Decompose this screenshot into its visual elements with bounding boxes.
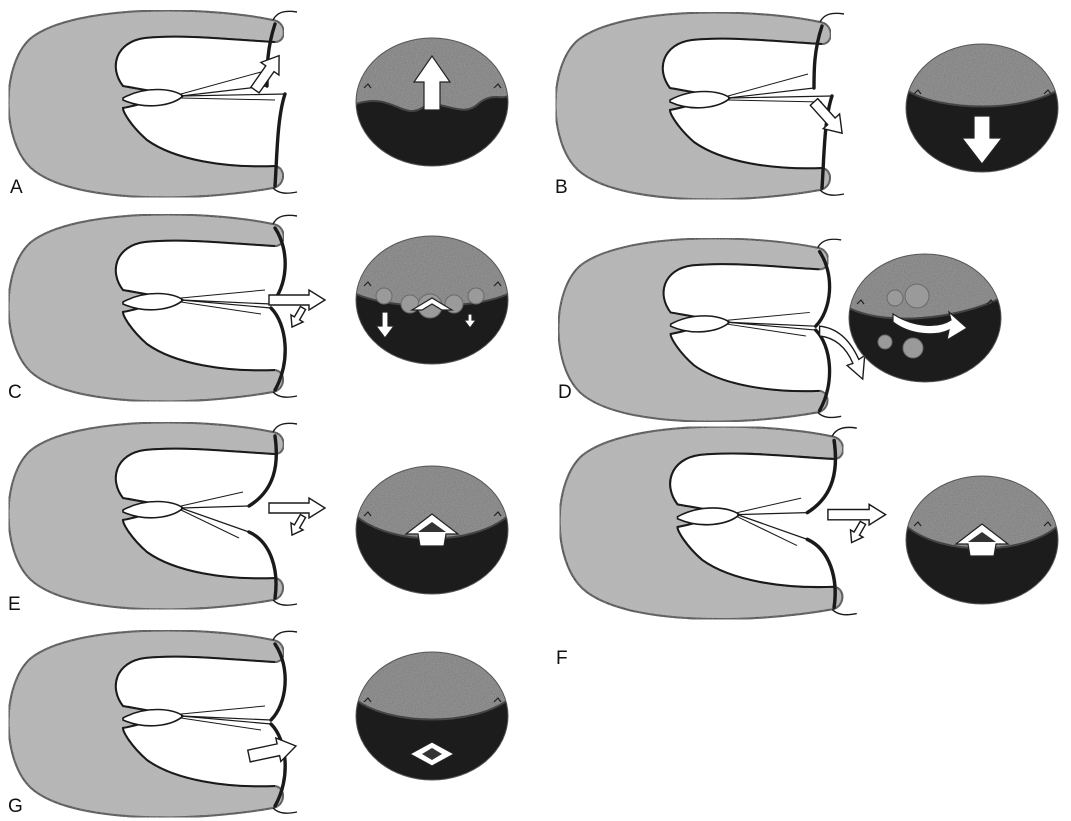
annulus-top — [820, 13, 844, 22]
panel-label: D — [558, 382, 572, 403]
annulus-bottom — [273, 808, 297, 813]
echo-short-axis-view — [356, 466, 508, 594]
ventricle-diagram — [9, 422, 326, 609]
contrast-bubble — [903, 338, 923, 358]
ventricle-diagram — [9, 630, 299, 817]
echo-short-axis-view — [906, 476, 1058, 604]
panel-label: F — [556, 648, 568, 669]
panel-label: B — [555, 177, 568, 198]
panel-d: D — [558, 238, 865, 421]
regurgitant-arrow — [286, 305, 309, 331]
flow-arrow — [828, 504, 886, 525]
panel-a: A — [9, 10, 298, 198]
annulus-bottom — [818, 412, 842, 417]
panel-label: G — [8, 796, 23, 817]
annulus-top — [273, 631, 297, 640]
annulus-bottom — [273, 188, 297, 193]
annulus-top — [273, 423, 297, 432]
panel-label: A — [10, 177, 23, 198]
ventricle-diagram — [9, 10, 298, 197]
ventricle-diagram — [558, 238, 864, 421]
echo-short-axis-view — [356, 652, 508, 780]
echo-short-axis-view — [356, 236, 508, 364]
ventricle-diagram — [556, 12, 851, 199]
flow-arrow — [269, 498, 325, 518]
annulus-top — [818, 239, 842, 248]
contrast-bubble — [887, 290, 903, 306]
annulus-bottom — [820, 190, 844, 195]
panel-c: C — [8, 214, 325, 403]
echo-short-axis-view — [906, 44, 1058, 172]
ventricle-diagram — [9, 214, 326, 401]
contrast-bubble — [376, 288, 392, 304]
annulus-bottom — [832, 609, 857, 614]
contrast-bubble — [878, 335, 892, 349]
echo-short-axis-view — [849, 254, 1001, 382]
regurgitant-arrow — [286, 513, 309, 539]
panel-f: F — [556, 427, 886, 669]
panels-root: A B C D E F G — [8, 10, 1058, 817]
contrast-bubble — [905, 284, 929, 308]
panel-e: E — [8, 422, 325, 615]
ventricle-diagram — [560, 427, 886, 619]
annulus-bottom — [273, 600, 297, 605]
panel-g: G — [8, 630, 298, 817]
annulus-top — [273, 11, 297, 20]
contrast-bubble — [468, 288, 484, 304]
panel-b: B — [555, 12, 850, 199]
echo-short-axis-view — [356, 38, 508, 166]
annulus-bottom — [273, 392, 297, 397]
regurgitant-arrow — [845, 519, 869, 546]
annulus-top — [832, 427, 857, 436]
panel-label: E — [8, 594, 21, 615]
panel-label: C — [8, 382, 22, 403]
annulus-top — [273, 215, 297, 224]
